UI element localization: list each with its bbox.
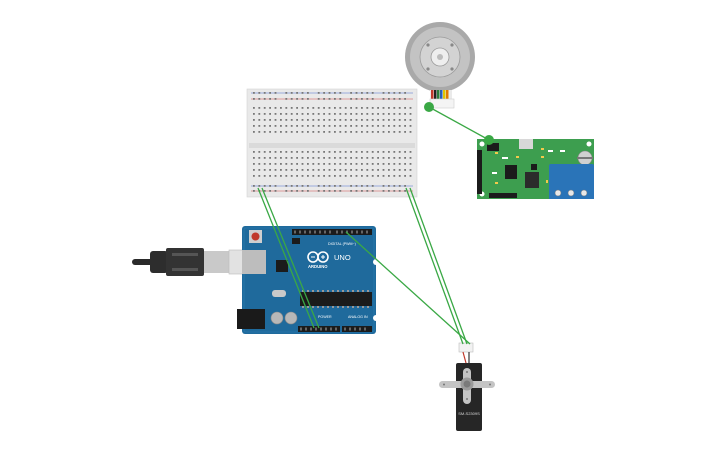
- power-header[interactable]: [298, 326, 340, 332]
- wire-signal-to-servo[interactable]: [345, 231, 471, 345]
- brand-label: ARDUINO: [308, 264, 328, 269]
- atmega-chip: [300, 292, 372, 306]
- dc-motor[interactable]: [405, 22, 475, 109]
- breadboard-holes[interactable]: [253, 92, 412, 192]
- servo-leads: [462, 351, 470, 364]
- terminal-block[interactable]: [549, 164, 594, 188]
- breadboard[interactable]: [246, 88, 418, 198]
- wires[interactable]: [257, 106, 490, 345]
- arduino-uno-board[interactable]: DIGITAL (PWM~) ARDUINO UNO: [237, 226, 379, 334]
- wire-breadboard-to-power-2[interactable]: [261, 187, 320, 329]
- wire-motor-to-driver[interactable]: [428, 106, 490, 141]
- servo-model-label: SM-S2309S: [458, 411, 480, 416]
- motor-connector-node[interactable]: [424, 102, 434, 112]
- analog-label: ANALOG IN: [348, 315, 368, 319]
- reset-button[interactable]: [251, 232, 260, 241]
- wire-breadboard-to-servo-1[interactable]: [405, 187, 464, 345]
- wire-breadboard-to-servo-2[interactable]: [409, 187, 468, 345]
- analog-header[interactable]: [342, 326, 372, 332]
- digital-label: DIGITAL (PWM~): [328, 242, 356, 246]
- motor-driver-board[interactable]: [477, 139, 594, 199]
- arduino-logo-icon: [307, 251, 329, 263]
- wire-breadboard-to-power-1[interactable]: [257, 187, 315, 329]
- power-label: POWER: [318, 315, 332, 319]
- model-label: UNO: [334, 253, 351, 262]
- servo-motor[interactable]: SM-S2309S: [439, 342, 495, 431]
- driver-connector-node[interactable]: [484, 135, 494, 145]
- usb-cable[interactable]: [132, 248, 246, 276]
